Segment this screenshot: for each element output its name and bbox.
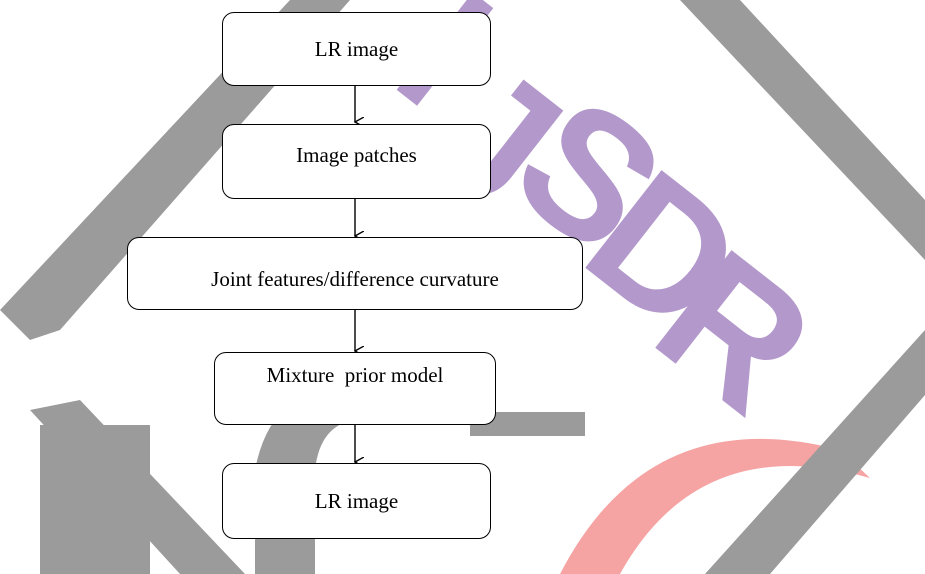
- watermark-red-arc: [560, 438, 870, 574]
- watermark-diamond-right-band: [680, 0, 925, 260]
- node-label: LR image: [314, 488, 399, 513]
- node-label: LR image: [314, 36, 399, 61]
- node-lr-image-input: LR image: [222, 12, 491, 86]
- watermark-diamond-lower-right-band: [705, 330, 925, 574]
- node-image-patches: Image patches: [222, 124, 491, 199]
- node-lr-image-output: LR image: [222, 463, 491, 539]
- node-label: Joint features/difference curvature: [211, 267, 499, 291]
- node-label: Image patches: [296, 143, 417, 167]
- node-joint-features: Joint features/difference curvature: [127, 237, 583, 310]
- node-mixture-prior: Mixture prior model: [214, 352, 496, 425]
- watermark-emblem-wedge: [90, 425, 150, 574]
- node-label: Mixture prior model: [266, 363, 444, 387]
